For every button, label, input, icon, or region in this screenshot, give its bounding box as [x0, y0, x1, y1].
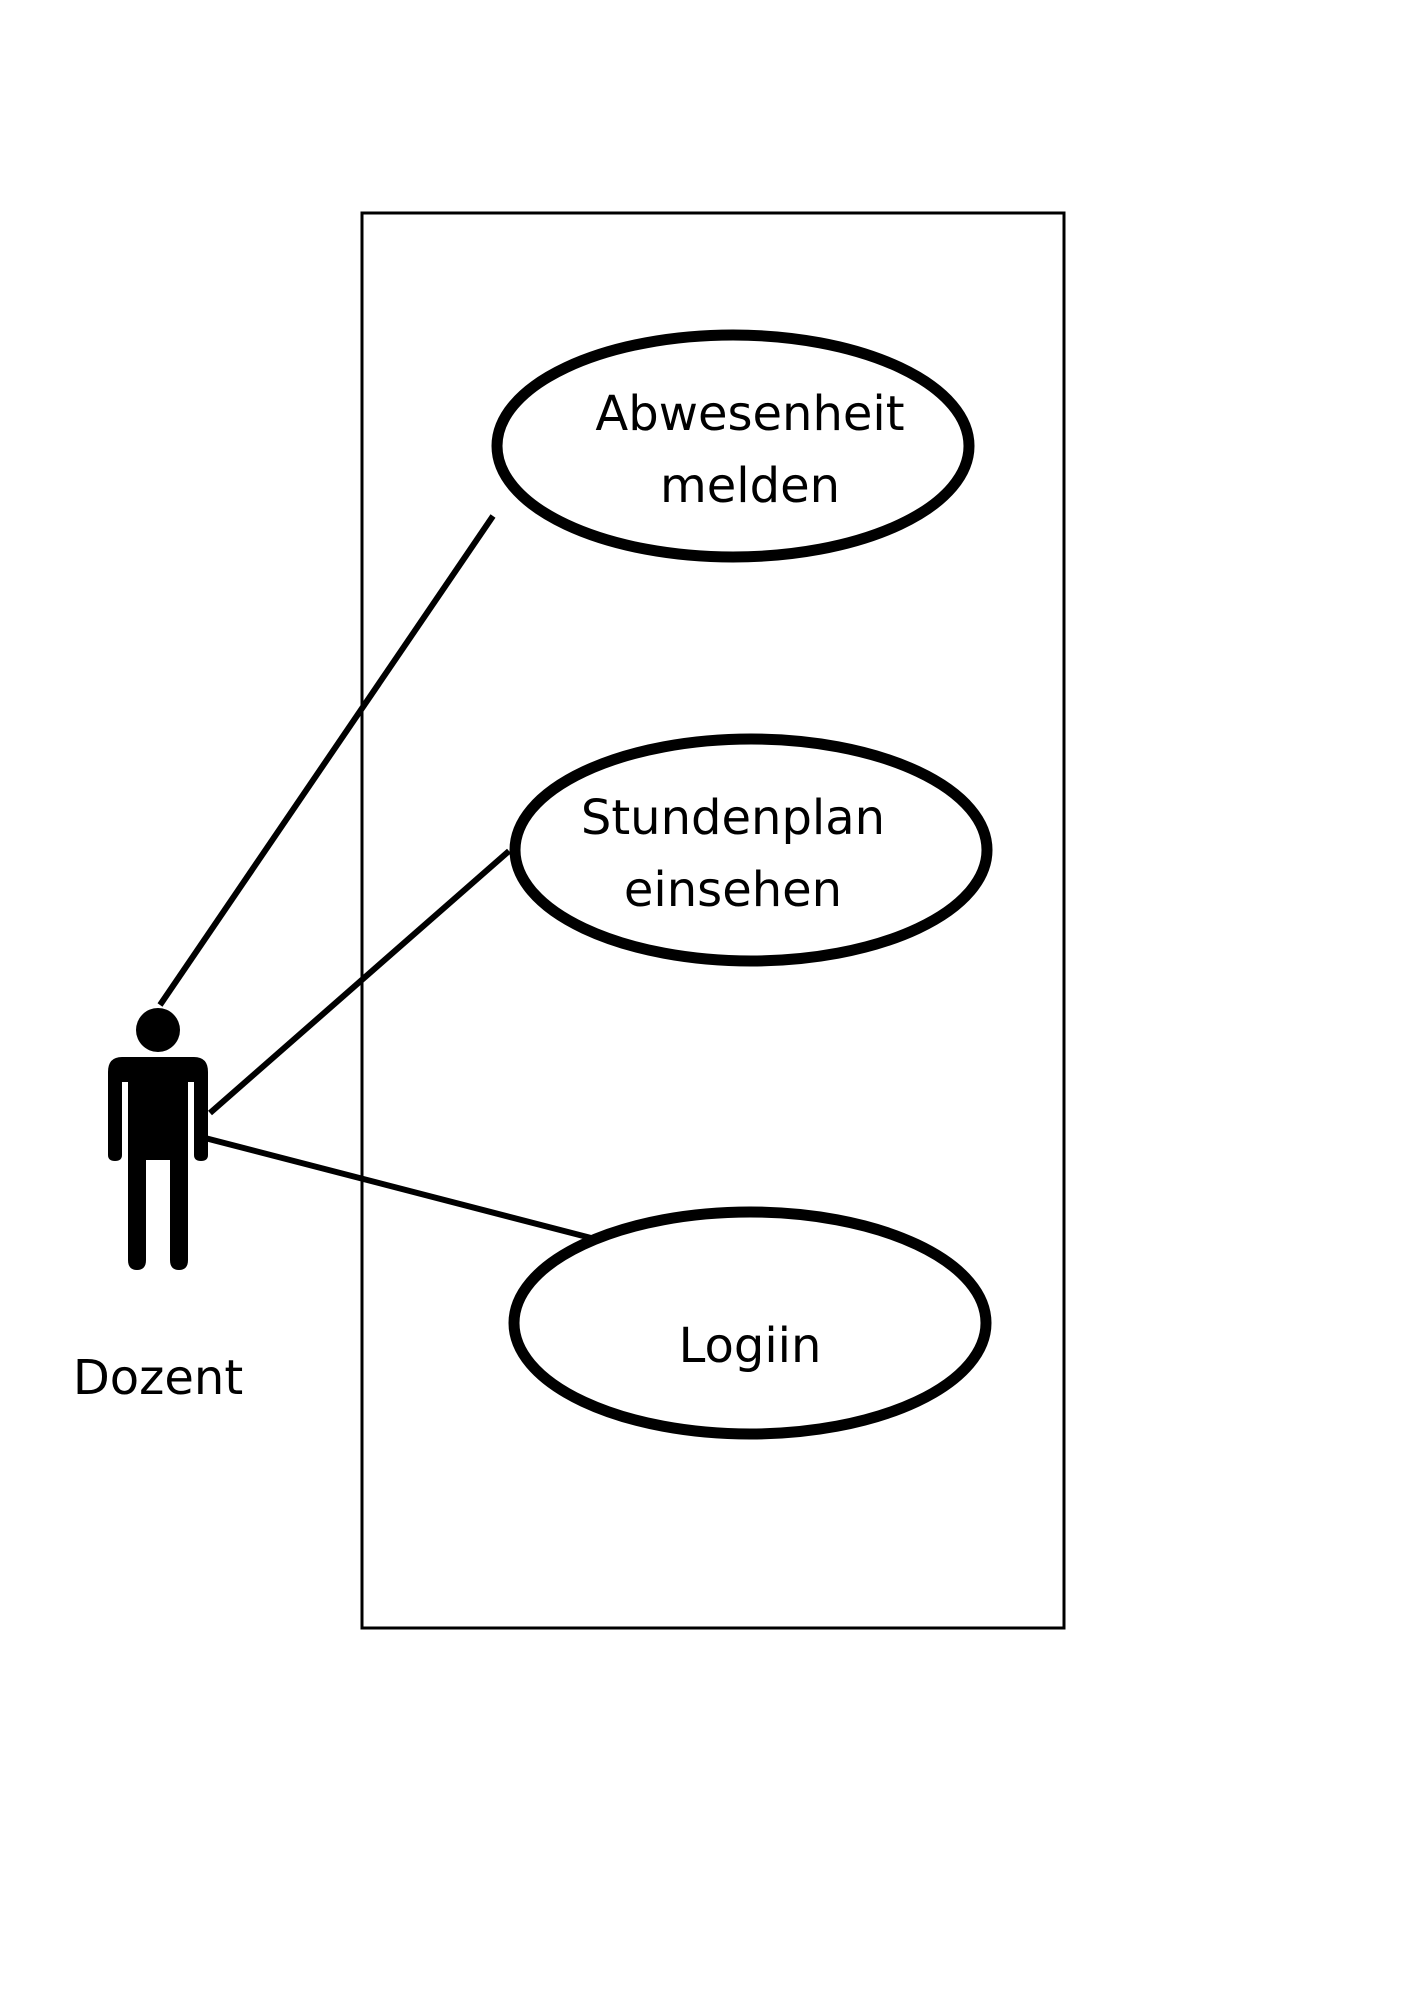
use-case-stundenplan-einsehen[interactable]: Stundenplan einsehen [509, 733, 993, 967]
use-case-label-line2: einsehen [624, 862, 842, 918]
association-line-abwesenheit [157, 514, 496, 1007]
use-case-login[interactable]: Logiin [508, 1206, 992, 1440]
use-case-label-line1: Logiin [679, 1318, 822, 1374]
use-case-label-line1: Abwesenheit [595, 386, 904, 442]
actor-label: Dozent [73, 1350, 243, 1406]
person-icon [108, 1008, 208, 1270]
use-case-label-line2: melden [660, 458, 840, 514]
association-line-login [204, 1135, 596, 1242]
system-boundary [360, 211, 1066, 1630]
association-line-stundenplan [208, 848, 511, 1116]
use-case-abwesenheit-melden[interactable]: Abwesenheit melden [491, 329, 975, 563]
use-case-label-line1: Stundenplan [581, 790, 885, 846]
